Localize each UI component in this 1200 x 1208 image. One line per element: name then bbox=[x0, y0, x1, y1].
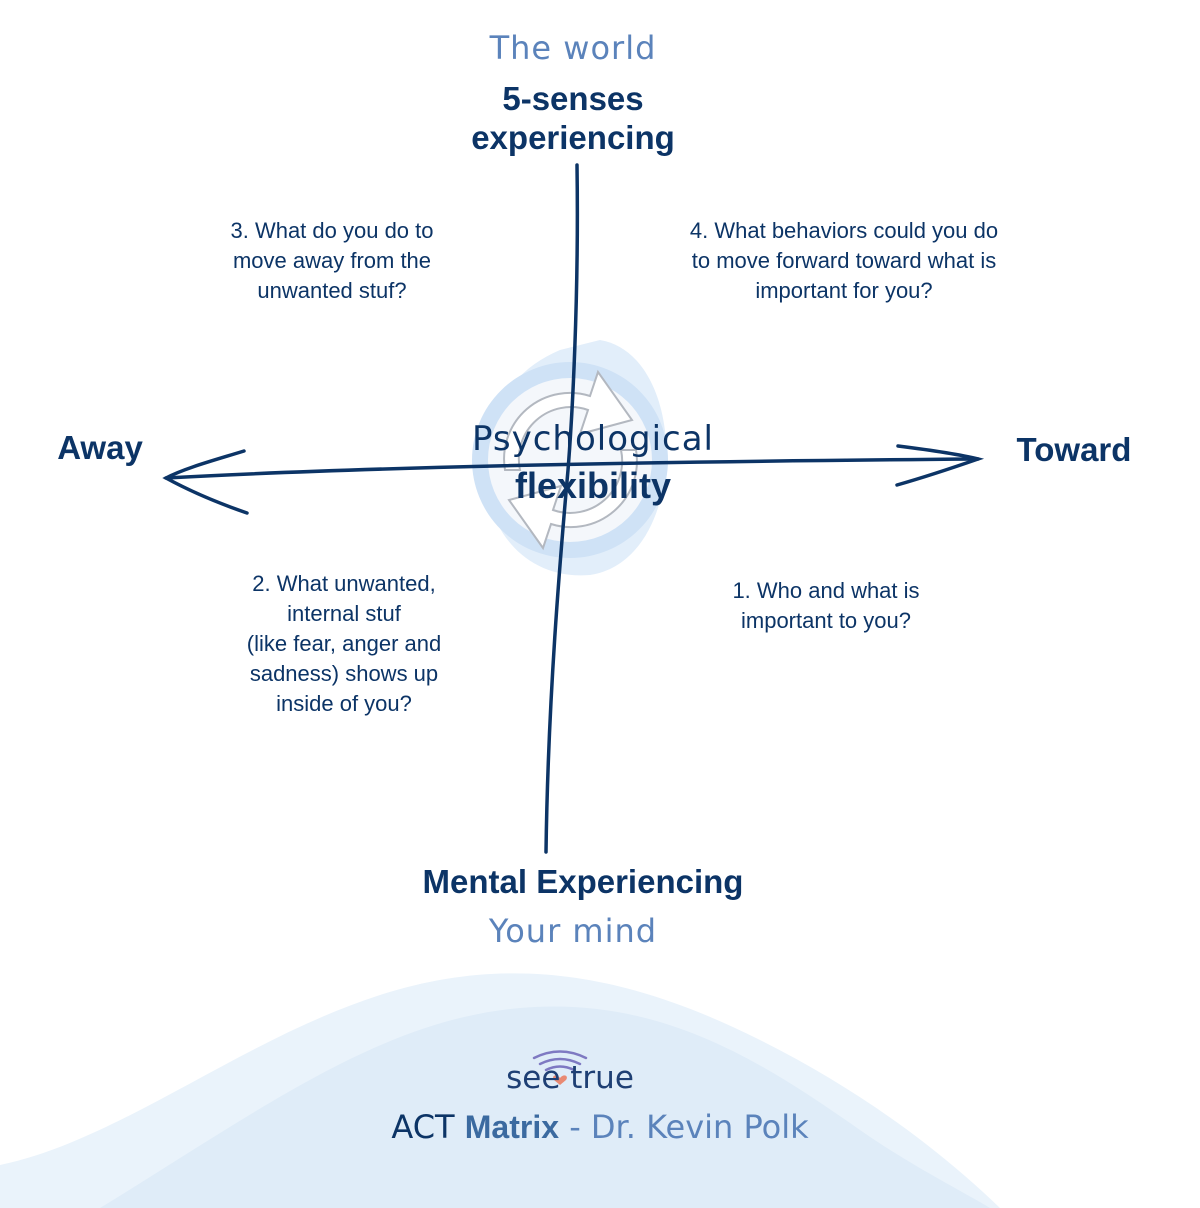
footer-caption: ACT Matrix - Dr. Kevin Polk bbox=[300, 1104, 900, 1150]
top-axis-subtitle: The world bbox=[489, 29, 657, 67]
heart-icon bbox=[553, 1075, 567, 1085]
vertical-axis bbox=[544, 163, 580, 854]
away-label: Away bbox=[57, 429, 143, 466]
quadrant-2-line: (like fear, anger and bbox=[246, 631, 442, 656]
quadrant-1-line: important to you? bbox=[741, 608, 911, 633]
bottom-axis-title: Mental Experiencing bbox=[422, 863, 744, 900]
bottom-axis-subtitle: Your mind bbox=[488, 912, 658, 950]
quadrant-3-line: move away from the bbox=[232, 248, 432, 273]
quadrant-2-line: internal stuf bbox=[287, 601, 401, 626]
quadrant-2-line: sadness) shows up bbox=[249, 661, 439, 686]
top-axis-title-line2: experiencing bbox=[471, 119, 675, 156]
wifi-arcs-icon bbox=[532, 1050, 588, 1072]
quadrant-3-line: 3. What do you do to bbox=[230, 218, 434, 243]
away-arrowhead bbox=[162, 449, 249, 515]
horizontal-axis bbox=[164, 457, 980, 480]
caption-matrix: Matrix bbox=[464, 1109, 560, 1145]
quadrant-1-question: 1. Who and what is important to you? bbox=[686, 576, 966, 636]
quadrant-4-question: 4. What behaviors could you do to move f… bbox=[640, 216, 1048, 306]
quadrant-2-line: 2. What unwanted, bbox=[252, 571, 436, 596]
background-wave-front bbox=[100, 1006, 990, 1208]
quadrant-2-line: inside of you? bbox=[276, 691, 412, 716]
center-label-line2: flexibility bbox=[514, 465, 672, 506]
caption-author: - Dr. Kevin Polk bbox=[569, 1108, 809, 1146]
logo-word-true: true bbox=[570, 1060, 634, 1096]
quadrant-3-line: unwanted stuf? bbox=[257, 278, 407, 303]
caption-act: ACT bbox=[391, 1108, 455, 1146]
toward-arrowhead bbox=[895, 444, 985, 487]
top-axis-title-line1: 5-senses bbox=[502, 80, 644, 117]
logo-word-see: see bbox=[506, 1060, 561, 1096]
quadrant-4-line: 4. What behaviors could you do bbox=[689, 218, 999, 243]
center-label-line1: Psychological bbox=[471, 419, 715, 459]
quadrant-4-line: important for you? bbox=[755, 278, 933, 303]
seetrue-logo: see true bbox=[480, 1058, 660, 1098]
quadrant-3-question: 3. What do you do to move away from the … bbox=[170, 216, 494, 306]
quadrant-1-line: 1. Who and what is bbox=[732, 578, 920, 603]
toward-label: Toward bbox=[1016, 431, 1132, 468]
quadrant-4-line: to move forward toward what is bbox=[691, 248, 997, 273]
quadrant-2-question: 2. What unwanted, internal stuf (like fe… bbox=[194, 569, 494, 719]
